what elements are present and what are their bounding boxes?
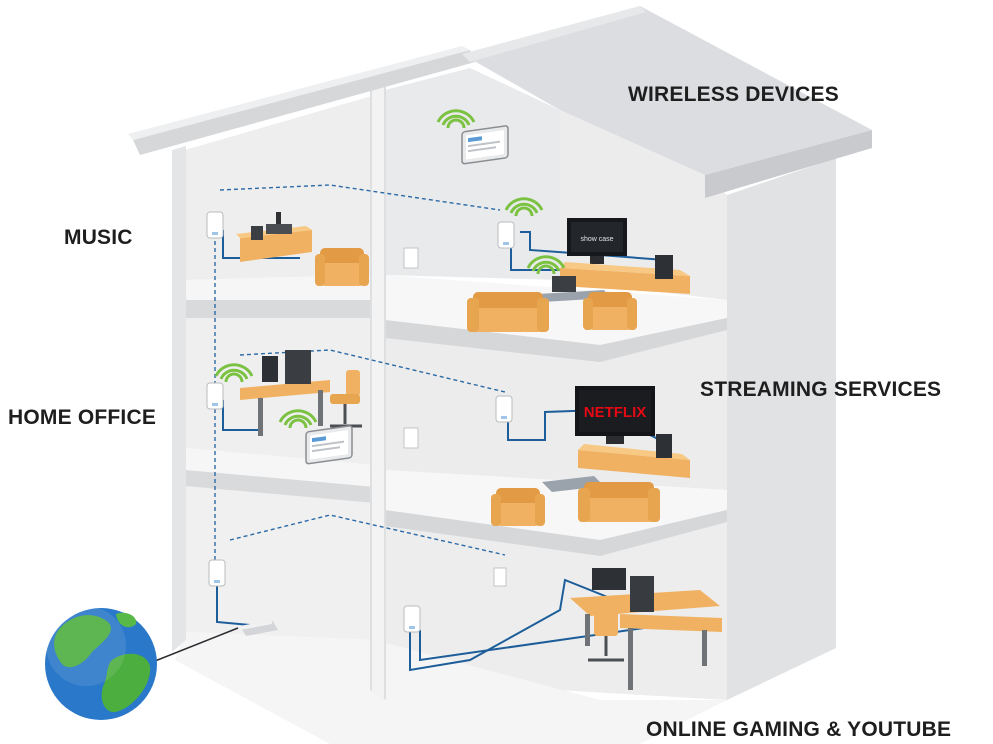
streaming-room: NETFLIX [403, 386, 690, 526]
entry-room [208, 559, 278, 636]
home-office-room [206, 350, 362, 465]
living-room-top: show case [403, 109, 690, 332]
netflix-logo: NETFLIX [584, 404, 647, 421]
tv-screen-brand: show case [580, 236, 613, 243]
tablet-icon [461, 124, 509, 165]
music-room [206, 211, 369, 286]
chair-icon [346, 370, 360, 396]
label-online-gaming: ONLINE GAMING & YOUTUBE [646, 718, 952, 741]
label-streaming-services: STREAMING SERVICES [700, 378, 942, 401]
gaming-room [403, 567, 722, 690]
globe-icon [45, 606, 239, 720]
label-home-office: HOME OFFICE [8, 406, 157, 429]
label-wireless-devices: WIRELESS DEVICES [628, 83, 839, 106]
desk-icon [240, 380, 330, 400]
label-music: MUSIC [64, 226, 133, 249]
